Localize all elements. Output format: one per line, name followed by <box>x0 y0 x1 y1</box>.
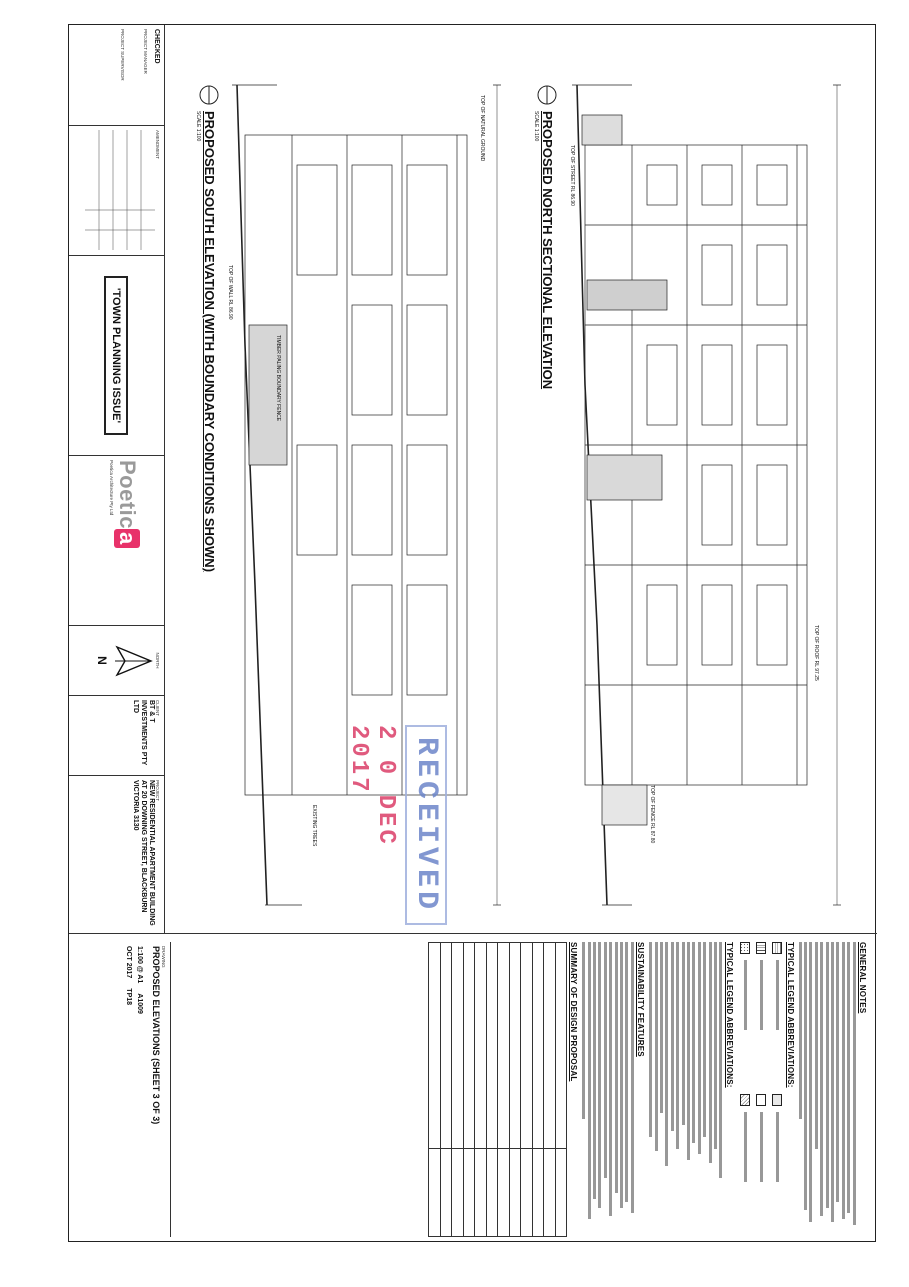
north-label-roof: TOP OF ROOF RL 97.25 <box>813 625 819 681</box>
drawing-scale: 1:100 @ A1 <box>136 946 143 984</box>
drawing-meta-2: OCT 2017 TP18 <box>125 946 132 1233</box>
south-elevation <box>232 84 501 906</box>
north-arrow-icon <box>115 645 153 676</box>
drawing-label: DRAWING <box>161 946 166 968</box>
client-name: BT & T INVESTMENTS PTY LTD <box>132 700 155 766</box>
logo-main: Poetic <box>115 460 140 530</box>
north-label: NORTH <box>155 652 160 669</box>
drawing-info-block: DRAWING PROPOSED ELEVATIONS (SHEET 3 OF … <box>75 942 171 1237</box>
issue-cell: 'TOWN PLANNING ISSUE' <box>69 255 164 455</box>
drawing-date: OCT 2017 <box>125 946 132 979</box>
drawing-sheet-no: TP18 <box>125 988 132 1006</box>
south-label-ground: TOP OF NATURAL GROUND <box>479 95 485 162</box>
legend-title: TYPICAL LEGEND ABBREVIATIONS: <box>785 942 795 1088</box>
logo-cell: Poetica Poetica Architecture Pty Ltd <box>69 455 164 625</box>
logo-accent: a <box>114 529 140 548</box>
amendment-label: AMENDMENT <box>155 130 160 159</box>
received-stamp-text: RECEIVED <box>405 725 447 926</box>
south-label-trees: EXISTING TREES <box>311 805 317 847</box>
checked-cell: CHECKED PROJECT MANAGER PROJECT SUPERVIS… <box>69 25 164 125</box>
stone-swatch <box>739 1093 750 1106</box>
north-letter: N <box>95 656 109 665</box>
project-label: PROJECT <box>155 780 160 802</box>
sustainability-title: SUSTAINABILITY FEATURES <box>636 942 646 1057</box>
amendment-grid <box>85 130 155 250</box>
north-label-fence: TOP OF FENCE RL 87.80 <box>649 785 655 844</box>
town-planning-issue-stamp: 'TOWN PLANNING ISSUE' <box>104 275 129 436</box>
general-notes-title: GENERAL NOTES <box>858 942 867 1014</box>
general-notes-body <box>798 942 856 1237</box>
south-section-marker <box>199 85 219 105</box>
drawing-meta: 1:100 @ A1 A1009 <box>136 946 143 1233</box>
north-elevation-title: PROPOSED NORTH SECTIONAL ELEVATION <box>540 111 555 390</box>
south-scale-note: SCALE 1:100 <box>195 111 201 142</box>
company-logo: Poetica <box>114 460 140 621</box>
project-name: NEW RESIDENTIAL APARTMENT BUILDING AT 20… <box>132 780 155 926</box>
render-swatch <box>755 1093 766 1106</box>
concrete-swatch <box>739 942 750 954</box>
elevation-drawings <box>199 84 841 906</box>
summary-title: SUMMARY OF DESIGN PROPOSAL <box>569 942 579 1082</box>
cladding-swatch <box>755 942 766 954</box>
drawings-area: PROPOSED NORTH SECTIONAL ELEVATION SCALE… <box>165 25 877 933</box>
abbreviations-list <box>649 942 723 1237</box>
north-section-marker <box>537 85 557 105</box>
north-scale-note: SCALE 1:100 <box>533 111 539 142</box>
project-supervisor-label: PROJECT SUPERVISOR <box>120 29 125 81</box>
amendment-cell: AMENDMENT <box>69 125 164 255</box>
south-label-wall: TOP OF WALL RL 86.90 <box>227 265 233 320</box>
received-stamp-date: 2 0 DEC 2017 <box>345 725 399 847</box>
brick-swatch <box>771 942 782 954</box>
north-elevation <box>572 84 841 906</box>
rotated-content: PROPOSED NORTH SECTIONAL ELEVATION SCALE… <box>69 25 877 1243</box>
project-manager-label: PROJECT MANAGER <box>143 29 148 74</box>
glass-swatch <box>771 1093 782 1106</box>
north-cell: NORTH N <box>69 625 164 695</box>
notes-column: GENERAL NOTES TYPICAL LEGEND ABBREVIATIO… <box>69 933 877 1243</box>
client-label: CLIENT <box>155 700 160 717</box>
drawing-sheet: PROPOSED NORTH SECTIONAL ELEVATION SCALE… <box>68 24 877 1243</box>
north-label-street: TOP OF STREET RL 86.90 <box>569 145 575 206</box>
drawing-title: PROPOSED ELEVATIONS (SHEET 3 OF 3) <box>151 946 161 1125</box>
project-cell: PROJECT NEW RESIDENTIAL APARTMENT BUILDI… <box>69 775 164 933</box>
summary-table <box>428 942 567 1237</box>
title-block: CHECKED PROJECT MANAGER PROJECT SUPERVIS… <box>69 25 165 933</box>
drawing-job-no: A1009 <box>136 993 143 1014</box>
south-elevation-title: PROPOSED SOUTH ELEVATION (WITH BOUNDARY … <box>202 111 217 573</box>
checked-label: CHECKED <box>153 29 160 64</box>
south-label-fence: TIMBER PALING BOUNDARY FENCE <box>275 335 281 422</box>
abbreviations-title: TYPICAL LEGEND ABBREVIATIONS: <box>724 942 734 1088</box>
received-stamp: RECEIVED 2 0 DEC 2017 <box>345 725 447 933</box>
legend-swatches <box>738 942 784 1237</box>
sustainability-list <box>582 942 634 1237</box>
client-cell: CLIENT BT & T INVESTMENTS PTY LTD <box>69 695 164 775</box>
